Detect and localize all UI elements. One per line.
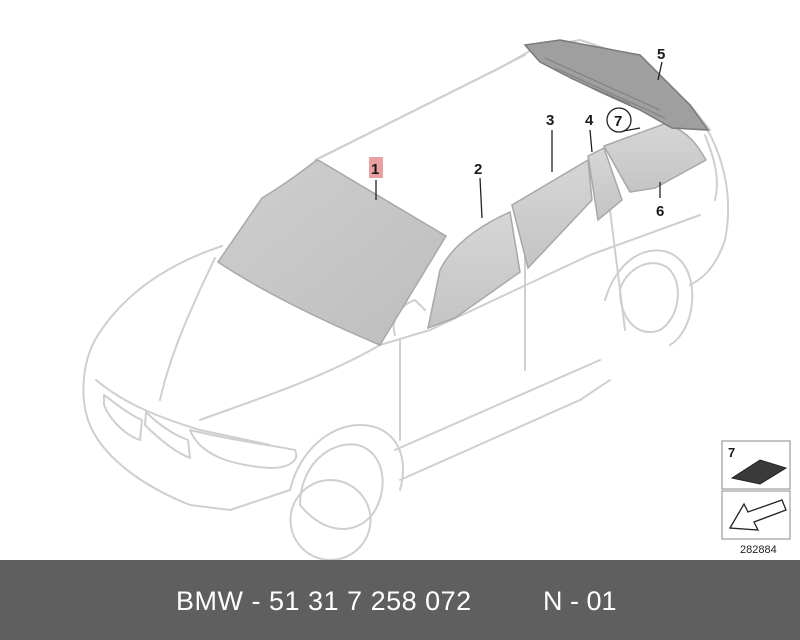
car-glazing-illustration: 1 2 3 4 5 6 7 7 282884 <box>82 39 791 560</box>
part-number: BMW - 51 31 7 258 072 <box>176 586 472 616</box>
callout-5[interactable]: 5 <box>657 46 665 63</box>
callout-7[interactable]: 7 <box>614 113 622 130</box>
position-code: N - 01 <box>543 586 617 616</box>
callout-2[interactable]: 2 <box>474 161 482 178</box>
car-body-outline <box>82 39 730 560</box>
adhesive-pad-icon <box>730 459 788 485</box>
windscreen-glass[interactable] <box>216 159 448 346</box>
rear-door-window-glass[interactable] <box>511 158 593 270</box>
rear-door-fixed-window-glass[interactable] <box>587 146 623 222</box>
parts-diagram: 1 2 3 4 5 6 7 7 282884 <box>82 39 791 560</box>
callout-4[interactable]: 4 <box>585 112 594 129</box>
side-window-glass[interactable] <box>602 123 708 193</box>
inset-panel: 7 282884 <box>721 440 791 556</box>
orientation-arrow-icon <box>728 499 787 531</box>
callout-7-circle <box>606 107 632 133</box>
front-door-window-glass[interactable] <box>426 210 521 330</box>
callout-1[interactable]: 1 <box>371 161 379 178</box>
callout-6[interactable]: 6 <box>656 203 664 220</box>
callout-3[interactable]: 3 <box>546 112 554 129</box>
diagram-number: 282884 <box>740 544 777 556</box>
rear-window-glass[interactable] <box>523 39 710 131</box>
callout-1-highlight <box>369 157 383 178</box>
inset-part-label: 7 <box>728 445 735 460</box>
rear-window-defroster-lines <box>544 57 666 119</box>
part-number-bar: BMW - 51 31 7 258 072 N - 01 <box>0 560 800 640</box>
